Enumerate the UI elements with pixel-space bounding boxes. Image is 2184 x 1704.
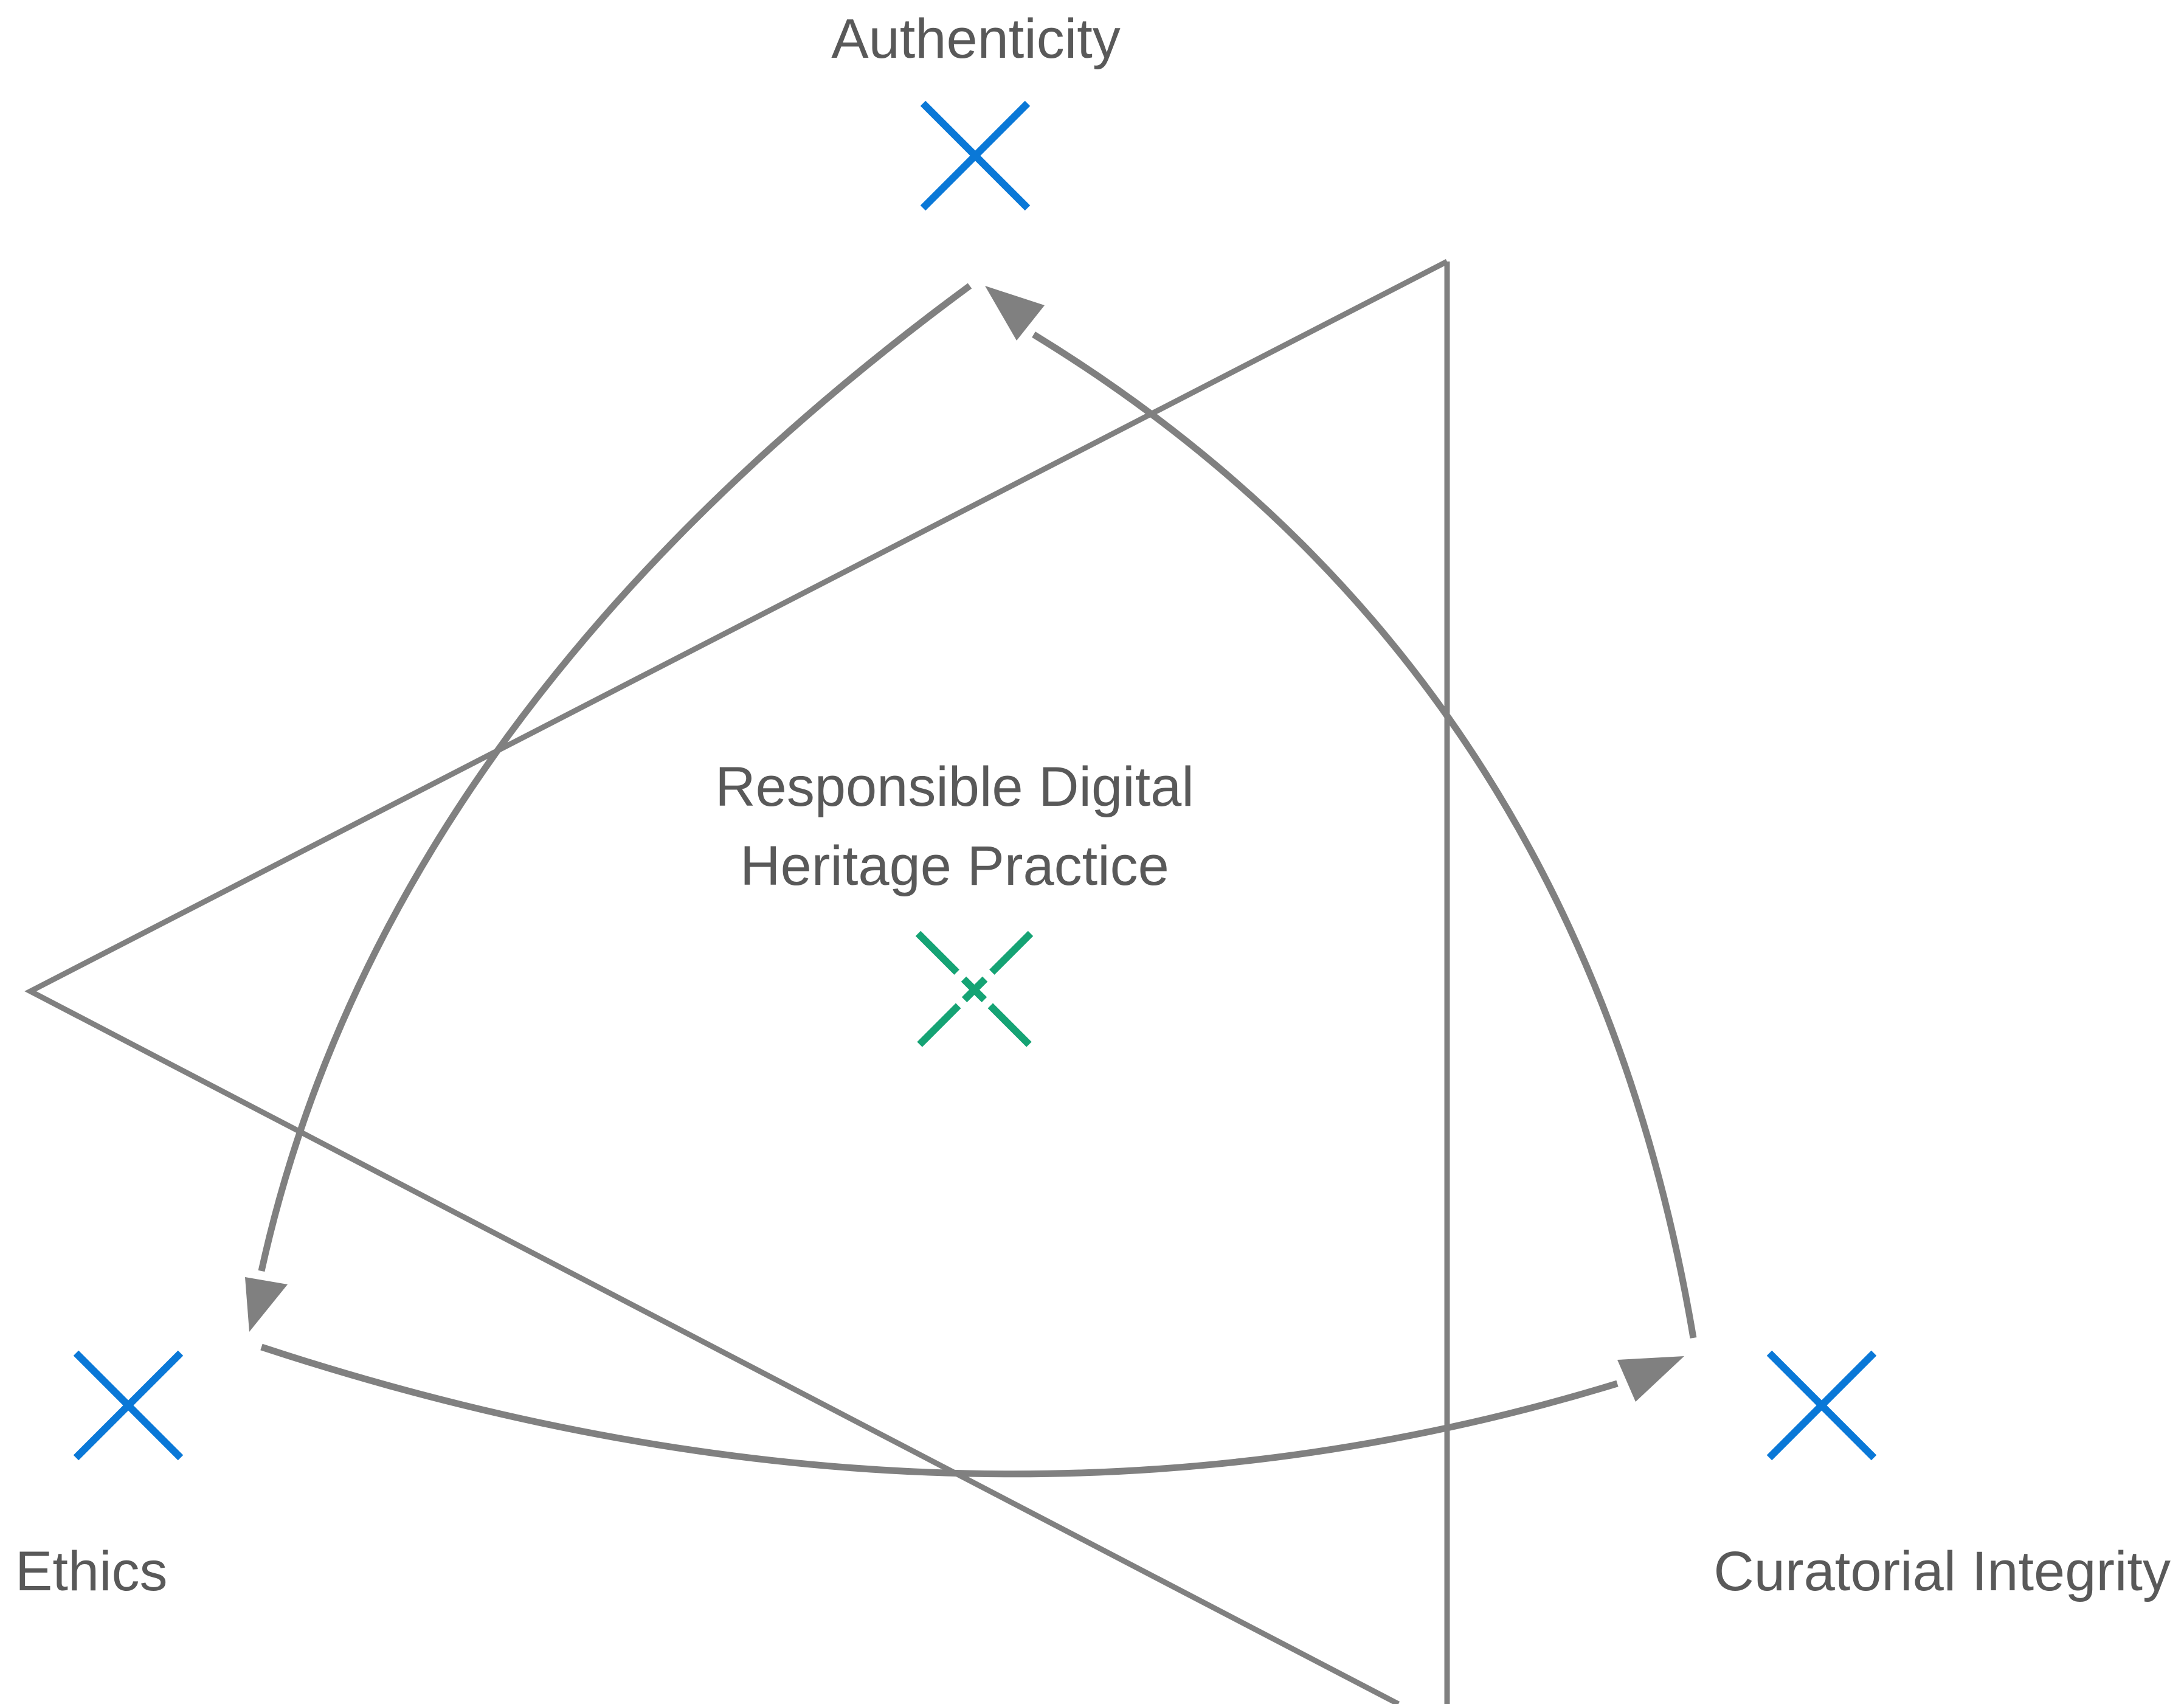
center-marker-icon	[915, 930, 1034, 1049]
authenticity-label: Authenticity	[831, 8, 1121, 70]
curatorial-integrity-marker-icon	[1766, 1350, 1877, 1461]
arrow-ethics-to-curatorial	[260, 1343, 1619, 1478]
ethics-label: Ethics	[15, 1540, 168, 1602]
arrow-authenticity-to-ethics	[258, 283, 972, 1272]
background-triangle	[24, 258, 1449, 1704]
arrowhead-icon	[985, 286, 1045, 341]
ethics-marker-icon	[73, 1350, 184, 1461]
authenticity-marker-icon	[920, 100, 1031, 211]
arrowhead-icon	[1617, 1356, 1684, 1402]
arrowhead-icon	[245, 1277, 288, 1332]
center-label-line-1: Responsible Digital	[715, 756, 1194, 818]
curatorial-integrity-label: Curatorial Integrity	[1713, 1540, 2171, 1602]
center-label-line-2: Heritage Practice	[740, 835, 1169, 897]
arrow-curatorial-to-authenticity	[1032, 331, 1697, 1339]
